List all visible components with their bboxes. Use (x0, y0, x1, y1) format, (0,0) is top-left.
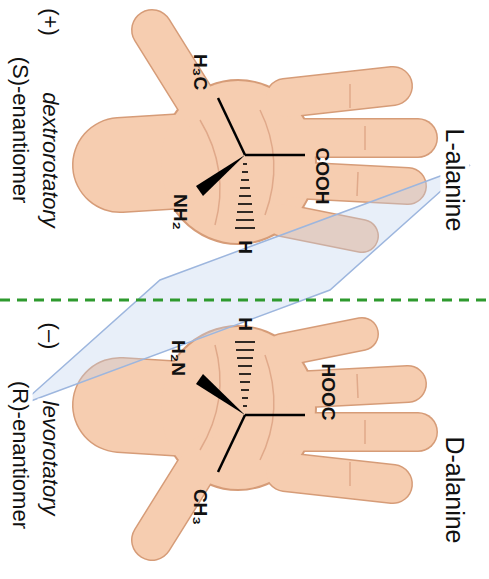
rotation-sign: (–) (37, 321, 62, 352)
mirror-plane (20, 165, 470, 405)
atom-label: H (234, 240, 256, 254)
rotation-sign: (+) (37, 6, 62, 38)
group-label: H₂N (167, 340, 189, 376)
configuration-label: (S)-enantiomer (7, 55, 32, 206)
mirror-line (0, 299, 489, 302)
group-label: NH₂ (169, 194, 191, 230)
enantiomer-name: D-alanine (441, 434, 470, 545)
group-label: HOOC (317, 364, 339, 421)
atom-label: H (234, 317, 256, 331)
rotation-name: levorotatory (37, 399, 62, 518)
enantiomer-name: L-alanine (441, 127, 470, 234)
group-label: CH₃ (189, 489, 211, 525)
configuration-label: (R)-enantiomer (7, 379, 32, 531)
group-label: COOH (311, 148, 333, 205)
group-label: H₃C (189, 54, 211, 90)
rotation-name: dextrorotatory (37, 90, 62, 230)
